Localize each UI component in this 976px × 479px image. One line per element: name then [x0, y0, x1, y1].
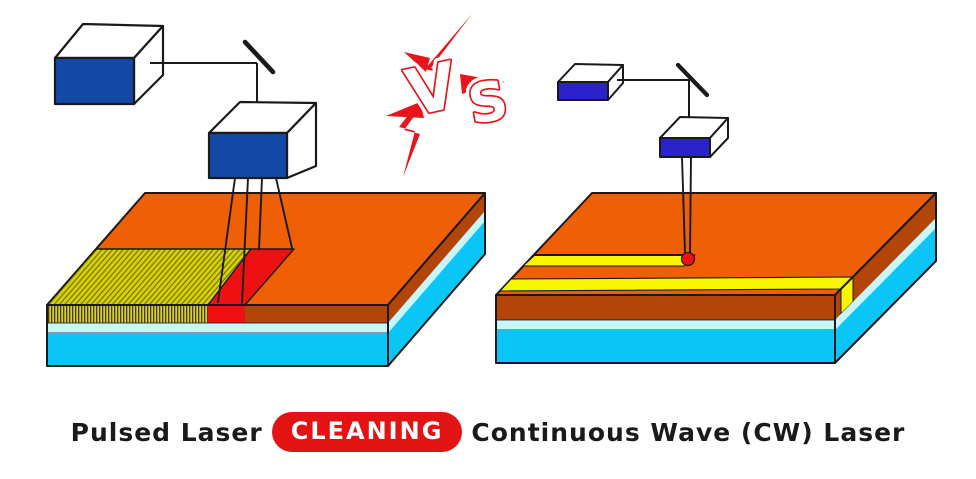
cw-slab-side-outline [834, 192, 937, 364]
pulsed-workpiece [46, 192, 486, 367]
cleaned-stripe-partial [521, 254, 697, 267]
slab-side-outline [387, 192, 486, 367]
cw-contaminant-layer-side [835, 193, 936, 320]
cw-interlayer-front [495, 319, 836, 331]
contaminant-layer-side [388, 193, 485, 323]
pulsed-scanner-head [207, 100, 318, 180]
cw-interlayer-side [835, 218, 936, 330]
cw-laser-setup [495, 62, 937, 364]
caption-cw-label: Continuous Wave (CW) Laser [471, 417, 906, 447]
cw-turning-mirror [675, 62, 710, 98]
vs-letters: V S V S [395, 44, 518, 142]
cleaned-stripe-full [498, 276, 855, 292]
cw-beam [681, 156, 692, 254]
vs-letter-s: S [463, 68, 512, 137]
caption: Pulsed Laser CLEANING Continuous Wave (C… [0, 412, 976, 452]
vs-badge: V S V S [386, 14, 518, 177]
cleaned-layer-front [47, 305, 208, 323]
caption-pulsed-label: Pulsed Laser [70, 417, 263, 447]
pulsed-turning-mirror [242, 39, 276, 75]
cw-contaminant-layer-front [496, 295, 835, 320]
substrate-front [47, 333, 388, 366]
cw-laser-spot [680, 251, 696, 267]
ablation-zone-front [208, 305, 245, 323]
vs-lightning-bolt [386, 14, 505, 177]
interlayer-front [46, 322, 389, 334]
pulsed-beam-rays [217, 177, 293, 304]
cleaning-badge: CLEANING [271, 412, 463, 452]
comparison-diagram: V S V S [46, 14, 937, 367]
cw-scanner-head [659, 116, 729, 158]
cw-workpiece [495, 192, 937, 364]
interlayer-side [388, 211, 485, 333]
substrate-side [388, 221, 485, 366]
cw-substrate-front [496, 330, 835, 363]
pulsed-laser-source-box [53, 22, 165, 106]
cw-substrate-side [835, 228, 936, 363]
pulsed-laser-setup [46, 22, 486, 367]
cw-laser-source-box [557, 63, 624, 101]
contaminant-layer-front [245, 305, 388, 323]
